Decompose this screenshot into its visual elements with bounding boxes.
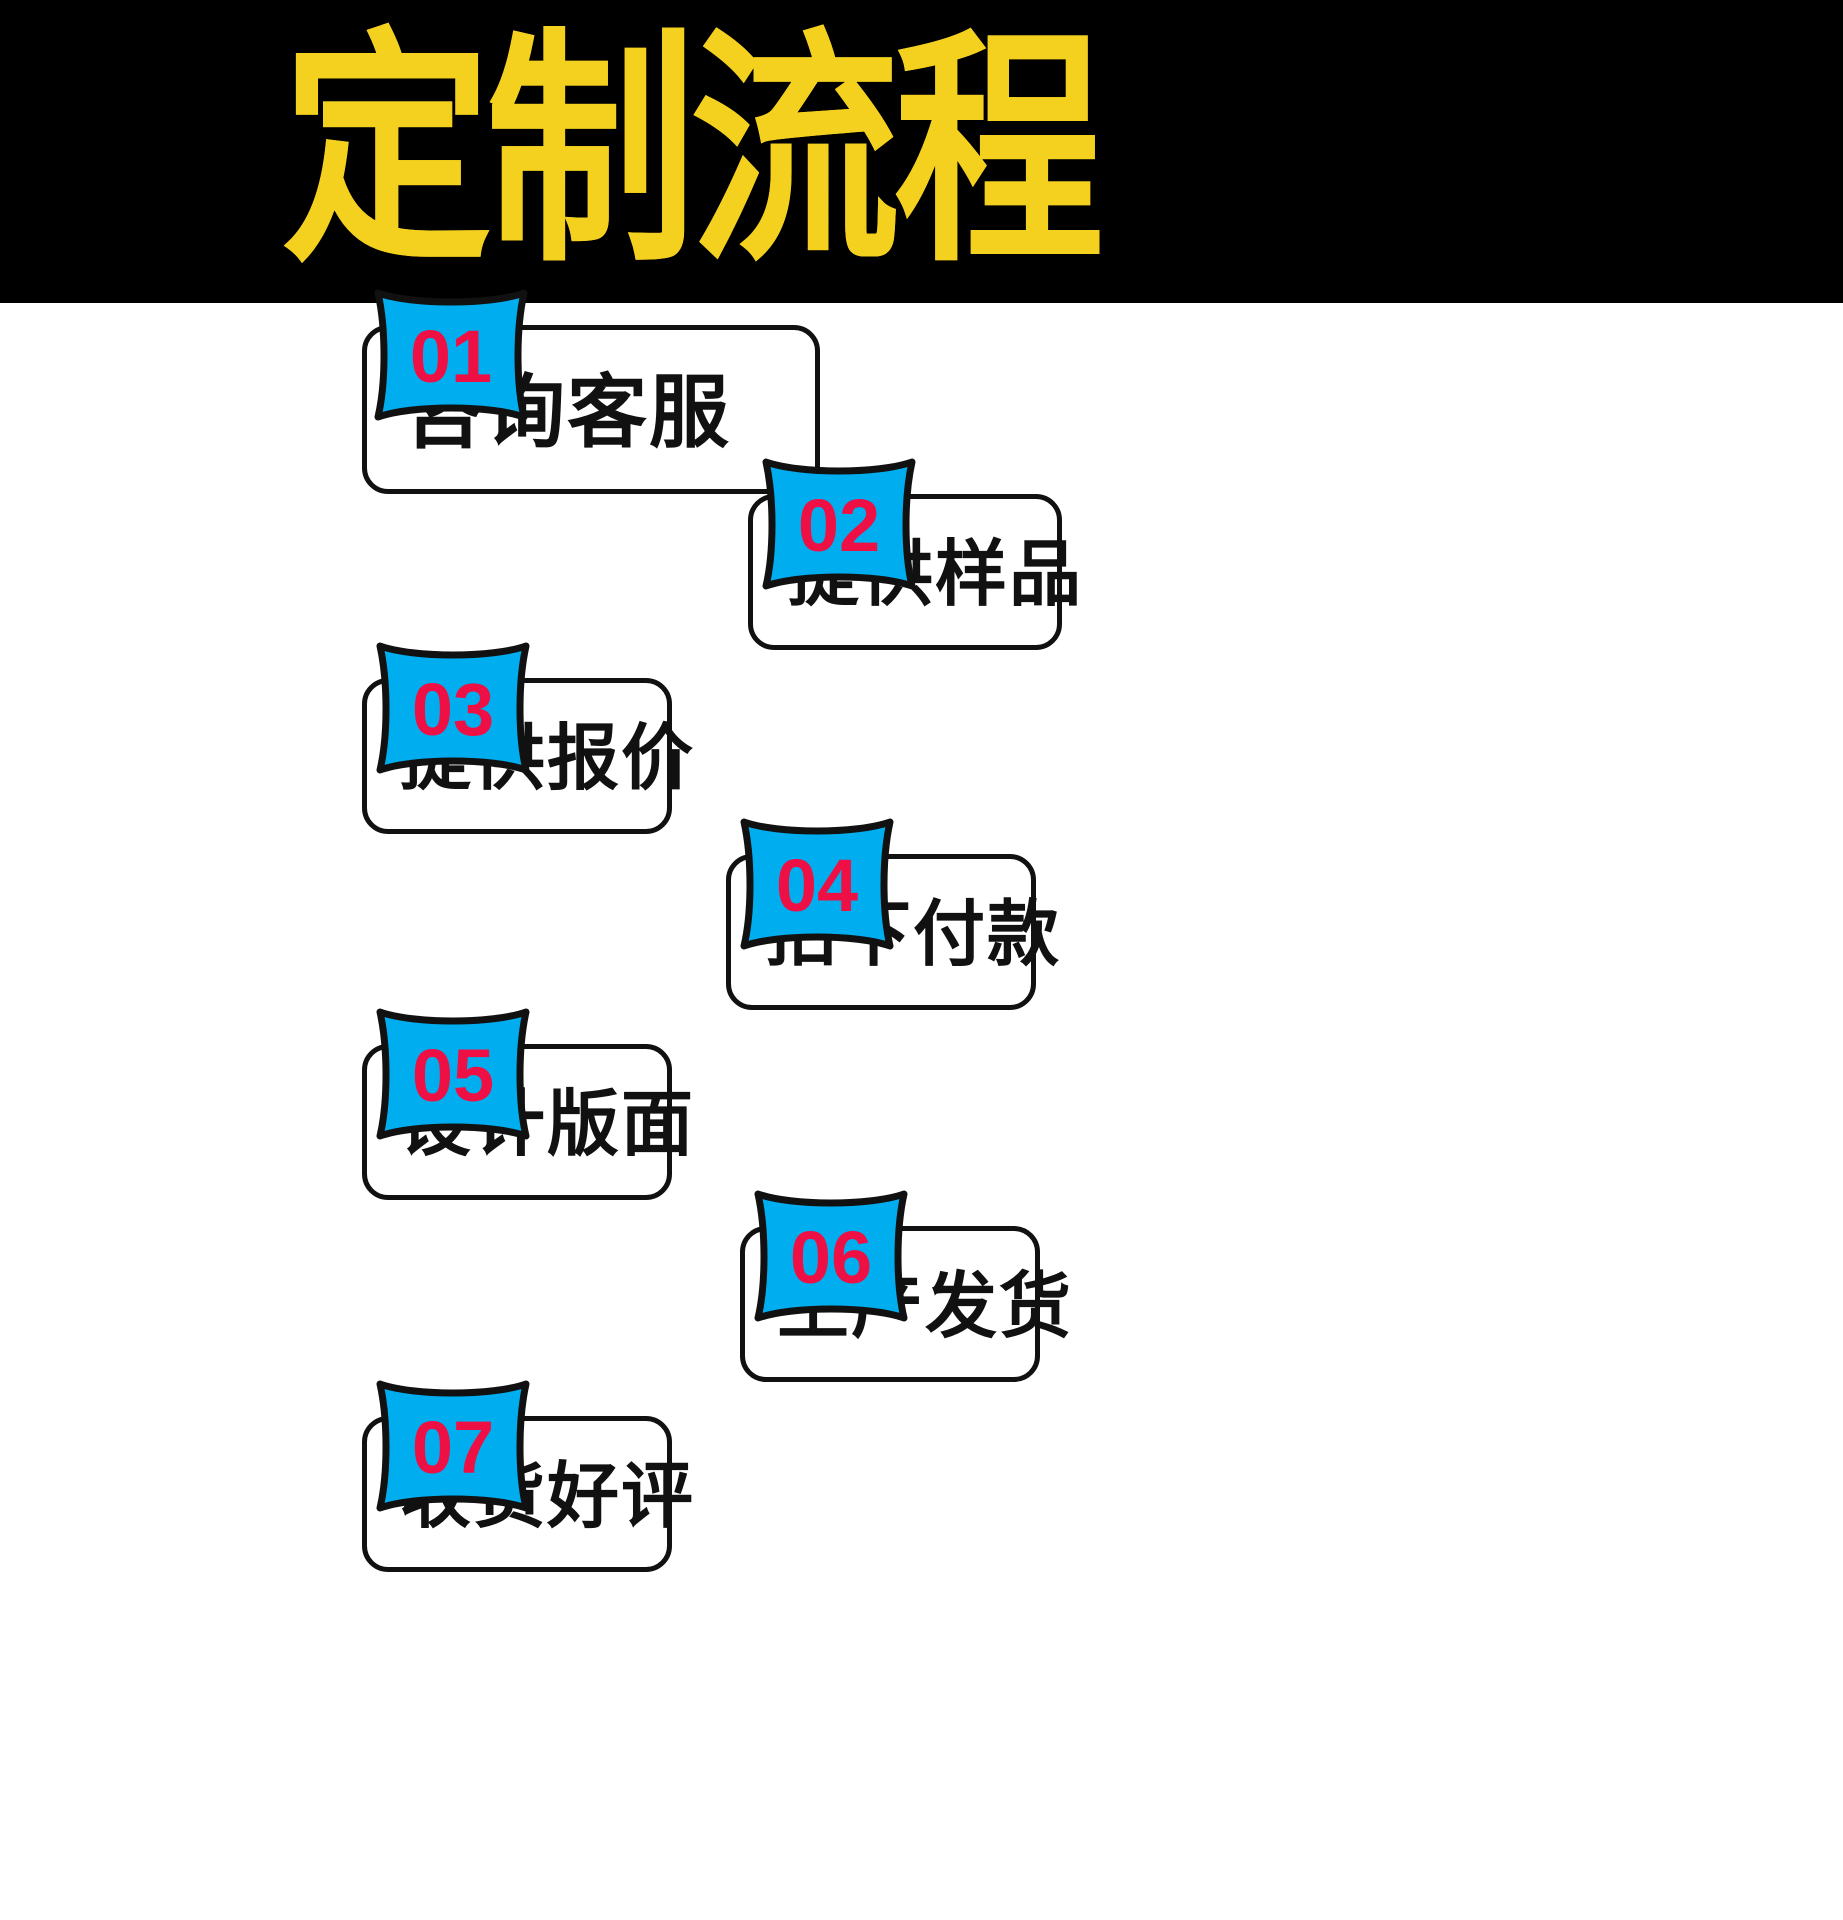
step-number: 05 xyxy=(411,1034,495,1117)
step-number: 02 xyxy=(797,484,881,567)
step-number-ribbon-icon: 01 xyxy=(372,289,530,421)
step-number: 07 xyxy=(411,1406,495,1489)
step-number: 04 xyxy=(775,844,859,927)
flow-step-06[interactable]: 生产发货 06 xyxy=(740,1190,1071,1382)
step-number-ribbon-icon: 03 xyxy=(374,642,532,774)
step-number: 03 xyxy=(411,668,495,751)
step-number-ribbon-icon: 02 xyxy=(760,458,918,590)
flow-step-05[interactable]: 设计版面 05 xyxy=(362,1008,693,1200)
header-bar: 定制流程 xyxy=(0,0,1843,303)
flow-step-07[interactable]: 收货好评 07 xyxy=(362,1380,693,1572)
step-number-ribbon-icon: 05 xyxy=(374,1008,532,1140)
step-number: 06 xyxy=(789,1216,873,1299)
step-number: 01 xyxy=(409,315,493,398)
flow-step-04[interactable]: 拍下付款 04 xyxy=(726,818,1059,1010)
page-title: 定制流程 xyxy=(281,12,1104,290)
step-number-ribbon-icon: 07 xyxy=(374,1380,532,1512)
step-number-ribbon-icon: 06 xyxy=(752,1190,910,1322)
step-number-ribbon-icon: 04 xyxy=(738,818,896,950)
flow-step-01[interactable]: 咨询客服 01 xyxy=(362,289,820,494)
flow-step-02[interactable]: 提供样品 02 xyxy=(748,458,1081,650)
flow-step-03[interactable]: 提供报价 03 xyxy=(362,642,693,834)
process-flow-board: 咨询客服 01 提供样品 02 提供报价 03 xyxy=(0,289,1843,1920)
